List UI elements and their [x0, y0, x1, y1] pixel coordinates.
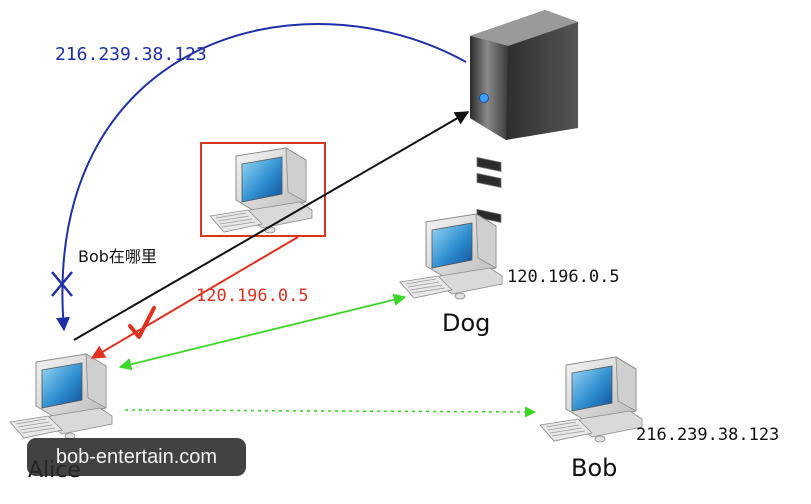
spoofed-ip-label: 120.196.0.5	[196, 286, 309, 306]
bob-computer	[539, 356, 643, 443]
watermark-badge: bob-entertain.com	[27, 438, 246, 476]
dog-ip-label: 120.196.0.5	[507, 267, 620, 287]
attacker-computer	[209, 147, 313, 234]
blocked-mark	[51, 271, 73, 297]
alice-bob-intended-arrow	[124, 406, 537, 418]
server-tower	[470, 10, 578, 223]
bob-ip-label: 216.239.38.123	[636, 425, 780, 445]
attacker-highlight-box	[200, 142, 326, 237]
dog-name-label: Dog	[442, 309, 491, 337]
server-reply-arrow	[55, 23, 467, 332]
alice-computer	[9, 353, 113, 440]
query-question-label: Bob在哪里	[78, 247, 157, 266]
dog-computer	[399, 213, 503, 300]
check-mark-icon	[128, 306, 156, 339]
alice-dog-connection-arrow	[118, 293, 407, 371]
bob-name-label: Bob	[571, 454, 618, 482]
server-reply-ip-label: 216.239.38.123	[55, 44, 207, 65]
